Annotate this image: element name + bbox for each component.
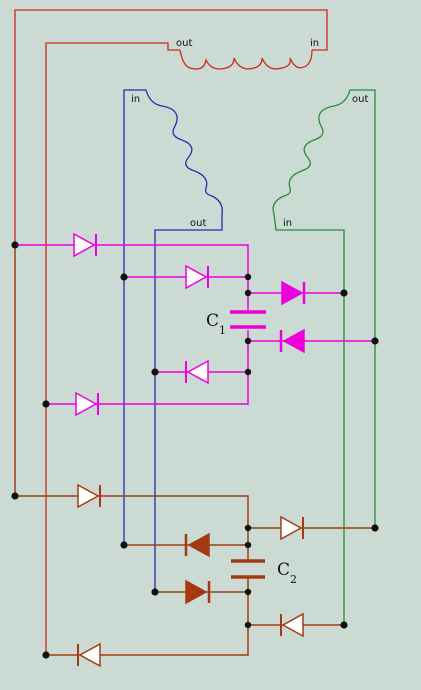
red-wire-inner bbox=[45, 42, 180, 655]
red-coil-in-label: in bbox=[310, 38, 319, 49]
green-winding bbox=[272, 89, 376, 625]
brown-wire-4 bbox=[46, 578, 249, 656]
blue-coil bbox=[154, 105, 223, 592]
brown-diode-6 bbox=[77, 642, 101, 668]
diode-outline-icon bbox=[186, 359, 209, 385]
magenta-diode-1 bbox=[73, 232, 97, 258]
magenta-stage-wires bbox=[15, 244, 375, 405]
junction-dot-icon bbox=[244, 524, 252, 532]
red-winding bbox=[14, 9, 328, 655]
blue-winding bbox=[123, 89, 223, 592]
magenta-wire-4 bbox=[46, 330, 249, 405]
c1-label: C bbox=[206, 311, 219, 331]
junction-dot-icon bbox=[371, 337, 379, 345]
junction-dot-icon bbox=[244, 588, 252, 596]
diode-outline-icon bbox=[78, 642, 101, 668]
junction-dot-icon bbox=[120, 541, 128, 549]
green-coil bbox=[272, 105, 345, 625]
green-wire-out bbox=[333, 89, 376, 528]
junction-dot-icon bbox=[244, 368, 252, 376]
capacitor-c2 bbox=[231, 559, 265, 579]
junction-dot-icon bbox=[42, 400, 50, 408]
red-coil bbox=[179, 49, 313, 70]
junction-dot-icon bbox=[371, 524, 379, 532]
blue-coil-in-label: in bbox=[131, 94, 140, 105]
brown-diode-5 bbox=[280, 612, 304, 638]
junction-dot-icon bbox=[120, 273, 128, 281]
junction-dot-icon bbox=[244, 289, 252, 297]
blue-wire-in bbox=[123, 89, 163, 545]
green-coil-in-label: in bbox=[283, 218, 292, 229]
junction-dot-icon bbox=[244, 273, 252, 281]
diode-outline-icon bbox=[280, 515, 303, 541]
junction-dot-icon bbox=[151, 588, 159, 596]
diode-filled-icon bbox=[187, 532, 210, 558]
blue-coil-out-label: out bbox=[190, 218, 206, 229]
diode-filled-icon bbox=[281, 280, 304, 306]
junction-dot-icon bbox=[151, 368, 159, 376]
junction-dot-icon bbox=[11, 492, 19, 500]
c2-label: C bbox=[277, 560, 290, 580]
junction-dot-icon bbox=[244, 337, 252, 345]
capacitor-c1 bbox=[230, 310, 266, 329]
green-coil-out-label: out bbox=[352, 94, 368, 105]
junction-dot-icon bbox=[340, 289, 348, 297]
c1-subscript: 1 bbox=[219, 324, 226, 337]
diode-filled-icon bbox=[282, 328, 305, 354]
junction-dot-icon bbox=[11, 241, 19, 249]
brown-diode-1 bbox=[77, 483, 101, 509]
magenta-diode-4 bbox=[279, 328, 305, 354]
magenta-diode-2 bbox=[185, 264, 209, 290]
diode-outline-icon bbox=[73, 232, 96, 258]
junction-dot-icon bbox=[244, 541, 252, 549]
brown-diode-2 bbox=[280, 515, 304, 541]
junction-dots bbox=[11, 241, 379, 659]
diode-filled-icon bbox=[185, 579, 208, 605]
diode-outline-icon bbox=[185, 264, 208, 290]
junction-dot-icon bbox=[244, 621, 252, 629]
c2-subscript: 2 bbox=[290, 573, 297, 586]
junction-dot-icon bbox=[340, 621, 348, 629]
brown-diode-3 bbox=[184, 532, 210, 558]
diode-outline-icon bbox=[77, 483, 100, 509]
diode-outline-icon bbox=[281, 612, 304, 638]
diode-outline-icon bbox=[75, 391, 98, 417]
magenta-diode-5 bbox=[185, 359, 209, 385]
junction-dot-icon bbox=[42, 651, 50, 659]
brown-wire-top bbox=[14, 245, 249, 560]
magenta-diode-6 bbox=[75, 391, 99, 417]
magenta-diode-3 bbox=[281, 280, 306, 306]
red-coil-out-label: out bbox=[176, 38, 192, 49]
brown-diode-4 bbox=[185, 579, 211, 605]
red-wire-left bbox=[14, 9, 328, 245]
